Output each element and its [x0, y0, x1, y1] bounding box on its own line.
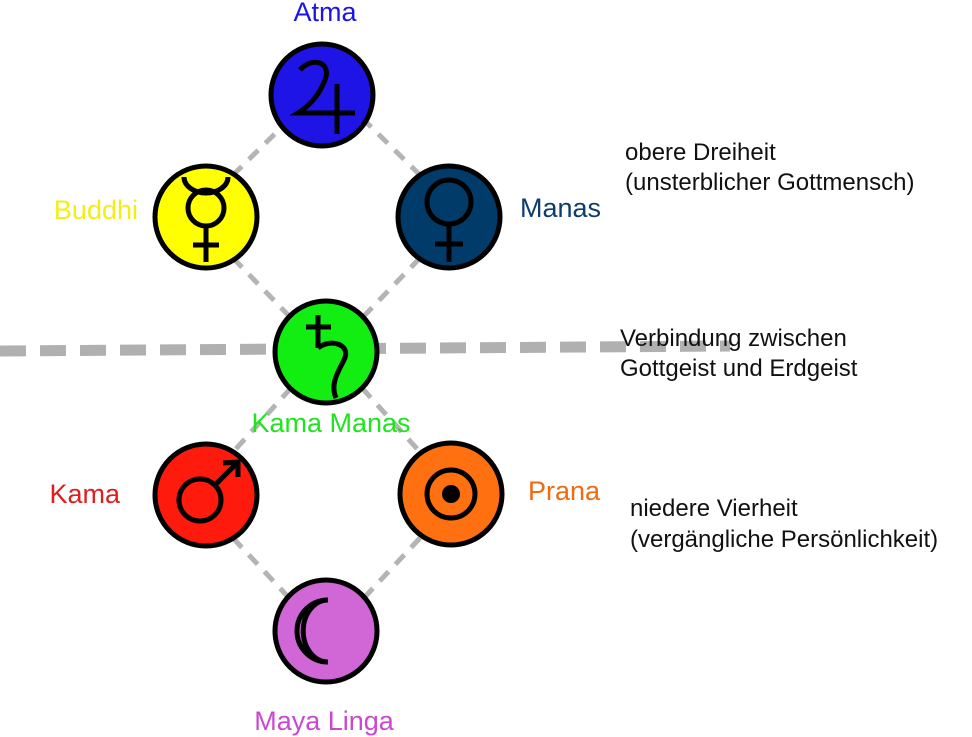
- note-upper-line1: obere Dreiheit: [625, 139, 776, 166]
- label-atma: Atma: [293, 0, 357, 27]
- note-lower-line2: (vergängliche Persönlichkeit): [630, 526, 938, 553]
- node-maya-linga: [272, 577, 380, 685]
- label-manas: Manas: [520, 193, 601, 223]
- label-prana: Prana: [528, 476, 601, 506]
- node-kama-manas: [272, 298, 380, 406]
- note-middle-line1: Verbindung zwischen: [620, 325, 847, 352]
- label-buddhi: Buddhi: [54, 195, 138, 225]
- venus-icon: [424, 177, 474, 262]
- link-kama-manas-kama: [231, 386, 293, 454]
- moon-icon: [294, 597, 329, 665]
- manas-circle: [395, 163, 503, 271]
- label-kama-manas: Kama Manas: [251, 408, 410, 438]
- link-kama-maya-linga: [231, 536, 293, 602]
- note-middle-line2: Gottgeist und Erdgeist: [620, 355, 858, 382]
- label-maya-linga: Maya Linga: [254, 706, 395, 736]
- atma-circle: [268, 41, 376, 149]
- link-kama-manas-prana: [360, 386, 422, 454]
- jupiter-icon: [289, 59, 355, 134]
- mercury-icon: [181, 176, 231, 262]
- note-upper-line2: (unsterblicher Gottmensch): [625, 169, 914, 196]
- note-lower-line1: niedere Vierheit: [630, 495, 798, 522]
- note-lower: niedere Vierheit (vergängliche Persönlic…: [630, 495, 938, 553]
- node-prana: [397, 440, 505, 548]
- link-prana-maya-linga: [360, 536, 422, 602]
- node-manas: [395, 163, 503, 271]
- mars-icon: [176, 459, 241, 524]
- note-middle: Verbindung zwischen Gottgeist und Erdgei…: [620, 325, 858, 382]
- link-buddhi-kama-manas: [231, 256, 293, 320]
- link-atma-manas: [360, 116, 422, 177]
- link-manas-kama-manas: [360, 256, 422, 320]
- kama-manas-circle: [272, 298, 380, 406]
- sun-icon: [424, 467, 478, 521]
- connector-lines: [231, 116, 422, 602]
- node-kama: [152, 441, 260, 549]
- saturn-icon: [306, 315, 349, 399]
- kama-circle: [152, 441, 260, 549]
- note-upper: obere Dreiheit (unsterblicher Gottmensch…: [625, 139, 914, 196]
- node-atma: [268, 41, 376, 149]
- buddhi-circle: [152, 163, 260, 271]
- label-kama: Kama: [49, 479, 121, 509]
- node-buddhi: [152, 163, 260, 271]
- maya-linga-circle: [272, 577, 380, 685]
